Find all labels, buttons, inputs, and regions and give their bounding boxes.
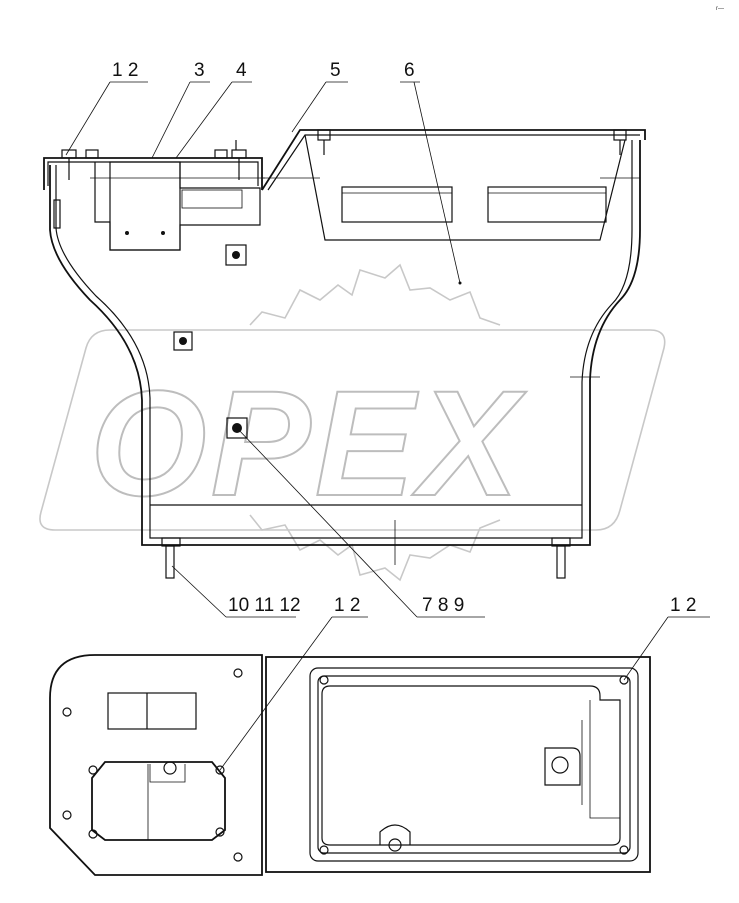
screw-icon: [62, 668, 243, 862]
hopper-window-left: [341, 186, 453, 223]
side-view: [43, 129, 646, 579]
callout-4: 4: [236, 60, 247, 81]
tray-inner: [321, 685, 621, 846]
housing-inner-wall: [55, 140, 633, 539]
callout-10-11-12: 10 11 12: [228, 595, 301, 616]
mount-bracket-body: [109, 161, 181, 251]
callout-5: 5: [330, 60, 341, 81]
callout-7-8-9: 7 8 9: [422, 595, 464, 616]
right-cover-plate: [265, 656, 651, 873]
hopper-lid: [261, 129, 646, 191]
plan-view: [49, 654, 651, 876]
hopper-body: [304, 134, 626, 241]
callout-6: 6: [404, 60, 415, 81]
leader-lines: [65, 81, 710, 771]
bolt-icon: [61, 140, 247, 180]
watermark-text: OPEX: [90, 359, 527, 527]
bolt-icon: [161, 537, 571, 579]
left-cover-plate: [49, 654, 263, 876]
callout-labels: 1 2 3 4 5 6 10 11 12 7 8 9 1 2 1 2: [112, 60, 696, 616]
bracket-slot: [181, 189, 243, 209]
hopper-window-right: [487, 186, 607, 223]
bracket-hole: [161, 231, 165, 235]
screw-icon: [319, 675, 629, 855]
callout-3: 3: [194, 60, 205, 81]
corner-mark: r—: [716, 6, 724, 12]
callout-plan-1-2: 1 2: [334, 595, 360, 616]
mount-bracket: [94, 162, 261, 251]
callout-1-2: 1 2: [112, 60, 138, 81]
bracket-hole: [125, 231, 129, 235]
label-plate: [107, 692, 197, 730]
callout-plan-right-1-2: 1 2: [670, 595, 696, 616]
bolt-icon: [317, 129, 627, 155]
left-lid: [43, 157, 263, 190]
opex-watermark: OPEX: [39, 263, 666, 582]
left-tab: [53, 199, 61, 229]
left-lid-inner: [47, 161, 259, 186]
inspection-cover: [91, 761, 226, 841]
housing-outline: [49, 140, 641, 546]
latch: [544, 747, 581, 786]
tray-outer: [309, 667, 639, 862]
watermark-frame: [39, 329, 666, 531]
